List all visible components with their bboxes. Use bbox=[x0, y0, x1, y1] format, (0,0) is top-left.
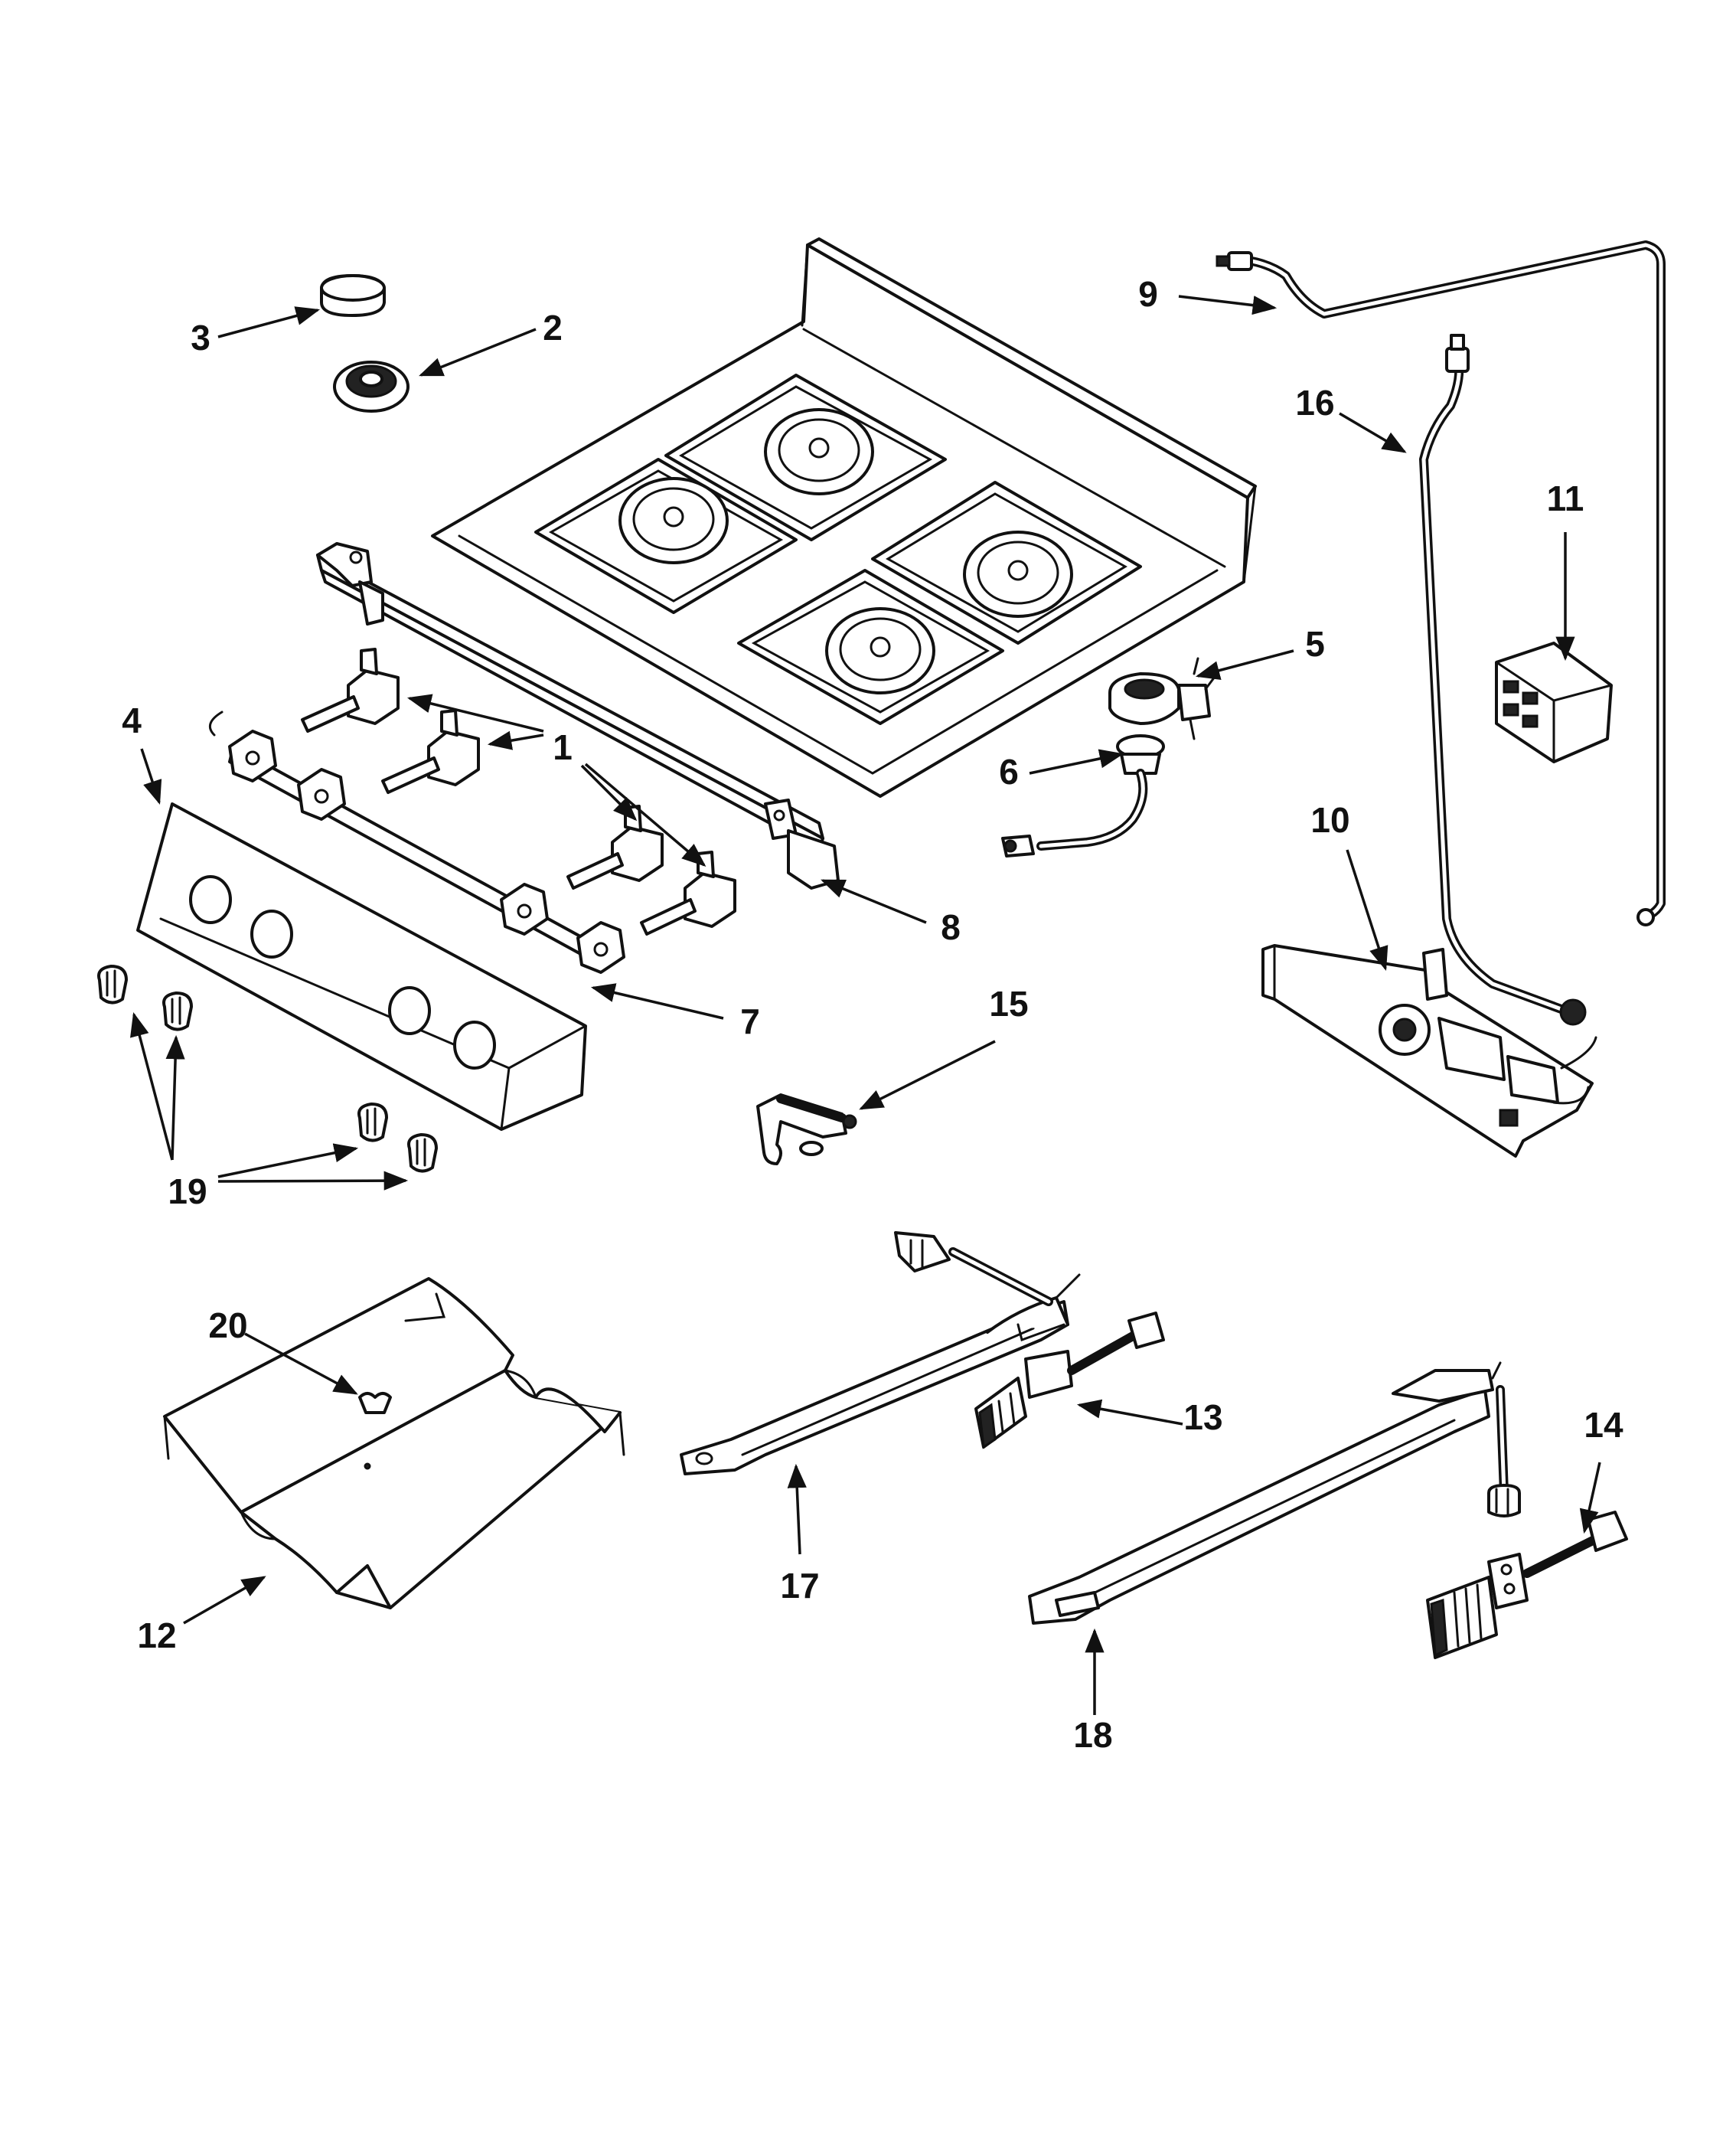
leader-lines bbox=[130, 295, 1601, 1715]
regulator-assembly bbox=[1261, 944, 1597, 1158]
knob-hole-3 bbox=[388, 986, 431, 1035]
callout-6: 6 bbox=[999, 752, 1019, 792]
knob-hole-2 bbox=[250, 910, 293, 959]
burner-tube-upper bbox=[680, 1231, 1081, 1475]
callout-18: 18 bbox=[1073, 1715, 1112, 1755]
callout-9: 9 bbox=[1138, 274, 1158, 314]
callout-3: 3 bbox=[191, 318, 210, 358]
control-panel bbox=[136, 802, 587, 1131]
control-knob-3 bbox=[357, 1103, 388, 1142]
callout-20: 20 bbox=[208, 1305, 247, 1345]
callout-8: 8 bbox=[941, 907, 961, 947]
cooktop bbox=[431, 237, 1257, 798]
heat-shield bbox=[163, 1277, 625, 1609]
callout-2: 2 bbox=[543, 308, 563, 348]
igniter-electrode-upper bbox=[974, 1312, 1165, 1449]
burner-valve-2 bbox=[381, 709, 480, 794]
burner-valve-4 bbox=[640, 851, 736, 936]
valve-rail bbox=[208, 711, 625, 974]
callout-19: 19 bbox=[168, 1171, 207, 1211]
cooktop-burner-opening-front-left bbox=[618, 477, 729, 564]
callout-13: 13 bbox=[1183, 1397, 1222, 1437]
cooktop-burner-opening-back-left bbox=[764, 408, 874, 495]
spark-module bbox=[1495, 642, 1613, 763]
callout-7: 7 bbox=[740, 1001, 760, 1041]
burner-orifice-harness bbox=[1001, 734, 1165, 858]
gas-line-tube bbox=[1216, 240, 1666, 926]
callout-14: 14 bbox=[1584, 1405, 1623, 1445]
control-knob-2 bbox=[162, 991, 193, 1031]
callout-1: 1 bbox=[553, 727, 573, 767]
igniter-electrode-lower bbox=[1426, 1511, 1628, 1659]
callout-labels: 1 2 3 4 5 6 7 8 9 10 11 12 13 14 15 16 1… bbox=[122, 274, 1623, 1755]
callout-12: 12 bbox=[137, 1615, 176, 1655]
callout-17: 17 bbox=[780, 1566, 819, 1606]
manifold-bracket bbox=[316, 542, 840, 890]
ignition-switch bbox=[1108, 657, 1219, 740]
callout-5: 5 bbox=[1305, 624, 1325, 664]
knob-hole-1 bbox=[189, 875, 232, 924]
control-knob-4 bbox=[407, 1133, 438, 1173]
knob-hole-4 bbox=[453, 1021, 496, 1070]
gas-supply-tube bbox=[1419, 334, 1587, 1026]
small-bracket bbox=[756, 1093, 857, 1165]
burner-valve-1 bbox=[301, 648, 400, 733]
wing-nut bbox=[358, 1392, 392, 1414]
cooktop-burner-opening-back-right bbox=[963, 531, 1073, 618]
callout-10: 10 bbox=[1310, 800, 1349, 840]
burner-cap bbox=[320, 274, 386, 317]
callout-15: 15 bbox=[989, 984, 1028, 1024]
burner-head bbox=[333, 361, 410, 413]
callout-11: 11 bbox=[1547, 479, 1584, 518]
callout-4: 4 bbox=[122, 701, 142, 740]
callout-16: 16 bbox=[1295, 383, 1334, 423]
control-knob-1 bbox=[97, 965, 128, 1005]
burner-tube-lower bbox=[1028, 1361, 1521, 1625]
cooktop-burner-opening-front-right bbox=[825, 607, 935, 694]
